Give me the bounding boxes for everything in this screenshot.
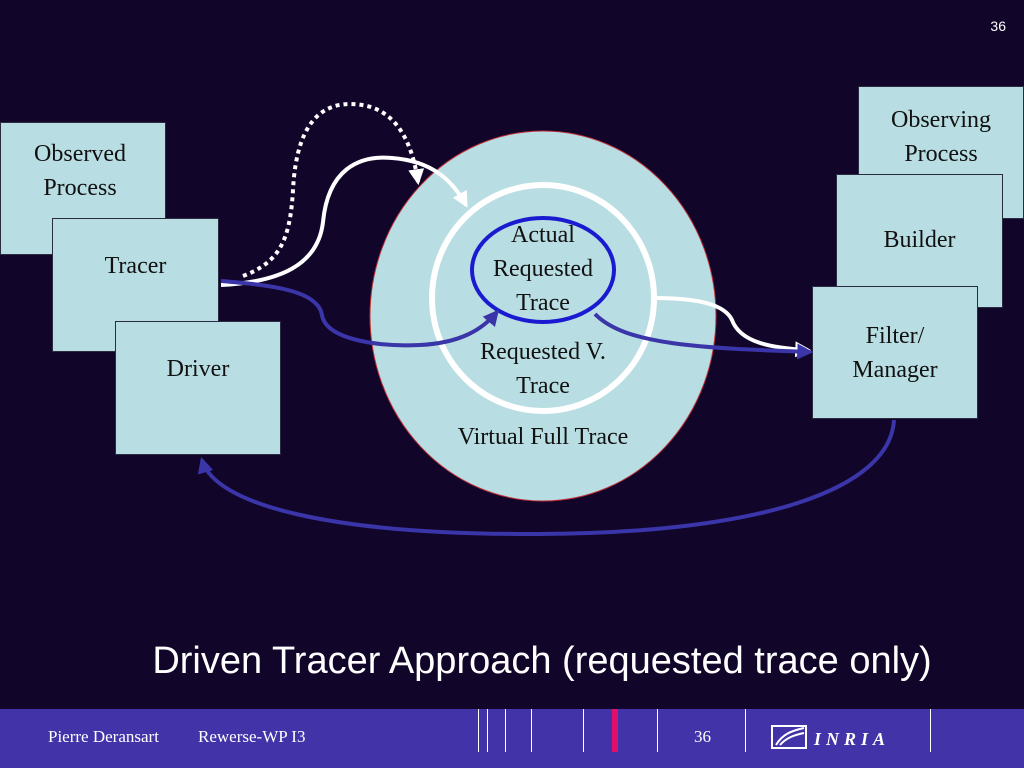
footer-divider xyxy=(583,709,584,752)
footer-accent-bar xyxy=(612,709,618,752)
feedback-arrow xyxy=(197,419,896,537)
inria-logo-text: INRIA xyxy=(813,729,890,749)
observed-process-label: Observed Process xyxy=(34,141,126,201)
blue-tracer-arrow xyxy=(220,279,500,348)
footer-author: Pierre Deransart xyxy=(48,727,159,746)
trace-diagram xyxy=(197,102,896,537)
footer-divider xyxy=(930,709,931,752)
observing-process-label: Observing Process xyxy=(891,107,991,167)
footer-project: Rewerse-WP I3 xyxy=(198,727,306,746)
driver-label: Driver xyxy=(166,356,230,382)
builder-label: Builder xyxy=(883,227,956,253)
footer-page-number: 36 xyxy=(694,727,711,746)
white-trace-arrow xyxy=(220,155,468,287)
inria-logo: INRIA xyxy=(771,725,890,749)
actual-requested-trace-ring xyxy=(470,216,616,324)
footer-divider xyxy=(505,709,506,752)
dotted-request-arrow xyxy=(242,102,425,278)
footer-divider xyxy=(657,709,658,752)
driver-box: Driver xyxy=(115,321,281,455)
footer-divider xyxy=(531,709,532,752)
footer-divider xyxy=(487,709,488,752)
requested-v-trace-label: Requested V. Trace xyxy=(480,339,606,399)
tracer-label: Tracer xyxy=(104,253,167,279)
footer-divider xyxy=(745,709,746,752)
filter-manager-box: Filter/ Manager xyxy=(812,286,978,419)
virtual-full-trace-label: Virtual Full Trace xyxy=(457,424,629,450)
blue-output-arrow xyxy=(593,312,814,360)
footer-bar: Pierre Deransart Rewerse-WP I3 36 INRIA xyxy=(0,709,1024,768)
slide-number: 36 xyxy=(990,18,1006,34)
filter-manager-label: Filter/ Manager xyxy=(852,323,938,383)
slide-title: Driven Tracer Approach (requested trace … xyxy=(152,640,932,682)
actual-requested-trace-label: Actual Requested Trace xyxy=(493,222,593,316)
footer-divider xyxy=(478,709,479,752)
white-output-arrow xyxy=(653,296,812,358)
